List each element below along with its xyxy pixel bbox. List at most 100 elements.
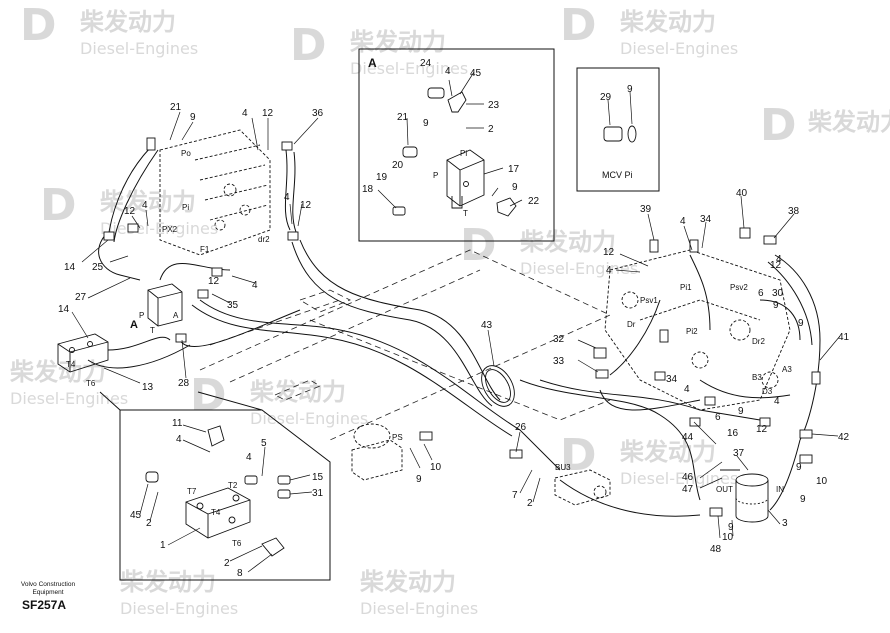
- port-label: A: [173, 311, 179, 320]
- callout: 4: [284, 192, 290, 203]
- detail-a-box: [358, 48, 555, 242]
- hose-band-inner: [485, 369, 511, 403]
- port-label: T4: [211, 508, 221, 517]
- port-label: PX2: [162, 225, 178, 234]
- port-label: T6: [232, 539, 242, 548]
- watermark-cn: 柴发动力: [619, 438, 716, 466]
- callout: 47: [682, 484, 694, 495]
- watermark-logo: D: [460, 220, 497, 271]
- callout: 9: [800, 494, 806, 505]
- detail-a-title: A: [368, 56, 377, 70]
- port-label: Pi1: [680, 283, 692, 292]
- callout: 14: [58, 304, 70, 315]
- port-label: BU3: [555, 463, 571, 472]
- callout: 2: [146, 518, 152, 529]
- callout: 24: [420, 58, 432, 69]
- detail-t-block-box: [119, 409, 331, 581]
- hose-band: [481, 365, 515, 407]
- detail-t-block: [145, 425, 291, 557]
- port-label: A3: [782, 365, 792, 374]
- pilot-pump: [351, 423, 403, 481]
- brand-line: Equipment: [32, 589, 64, 596]
- main-control-valve: [159, 129, 271, 256]
- callout: 9: [190, 112, 196, 123]
- callout: 9: [796, 462, 802, 473]
- callout: 41: [838, 332, 850, 343]
- callout: 10: [430, 462, 442, 473]
- brand-caption: Volvo Construction Equipment: [18, 581, 78, 597]
- callout: 15: [312, 472, 324, 483]
- callout: 12: [770, 260, 782, 271]
- leader-lines: [71, 71, 841, 573]
- watermark-logo: D: [760, 100, 797, 151]
- port-label: Dr: [627, 320, 636, 329]
- watermark-logo: D: [290, 20, 327, 71]
- port-label: P: [433, 171, 438, 180]
- callout: 14: [64, 262, 76, 273]
- callout: 4: [445, 66, 451, 77]
- callout: 46: [682, 472, 694, 483]
- callout: 7: [512, 490, 518, 501]
- watermark-cn: 柴发动力: [119, 568, 216, 596]
- watermark-logo: D: [20, 0, 57, 51]
- callout: 6: [758, 288, 764, 299]
- callout: 10: [816, 476, 828, 487]
- port-label: T: [150, 326, 155, 335]
- watermark-layer: D 柴发动力 Diesel-Engines D 柴发动力 Diesel-Engi…: [9, 0, 890, 618]
- leader-line: [197, 391, 263, 411]
- callout: 4: [242, 108, 248, 119]
- callout: 22: [528, 196, 540, 207]
- port-labels: Po Pi PX2 F1 dr2 P T A A T4 T6 T7 T2 T4 …: [66, 149, 792, 548]
- callout: 34: [700, 214, 712, 225]
- callout: 4: [606, 265, 612, 276]
- mcv-pi-caption: MCV Pi: [602, 170, 633, 180]
- callout: 6: [715, 412, 721, 423]
- callout: 4: [176, 434, 182, 445]
- detail-a-valve: [392, 87, 517, 217]
- callout: 12: [208, 276, 220, 287]
- callout: 12: [756, 424, 768, 435]
- callout: 9: [423, 118, 429, 129]
- port-label: Po: [181, 149, 191, 158]
- callout: 20: [392, 160, 404, 171]
- callout: 2: [488, 124, 494, 135]
- callout: 43: [481, 320, 493, 331]
- watermark-cn: 柴发动力: [519, 228, 616, 256]
- callout: 2: [224, 558, 230, 569]
- callout: 38: [788, 206, 800, 217]
- callout: 9: [627, 84, 633, 95]
- callout: 25: [92, 262, 104, 273]
- watermark-en: Diesel-Engines: [620, 39, 738, 58]
- watermark-cn: 柴发动力: [619, 8, 716, 36]
- callout: 13: [142, 382, 154, 393]
- callout: 48: [710, 544, 722, 555]
- watermark-cn: 柴发动力: [359, 568, 456, 596]
- bu3-block: [554, 469, 611, 506]
- detail-frames: [99, 48, 660, 581]
- callout: 3: [782, 518, 788, 529]
- port-label: B3: [752, 373, 762, 382]
- callout: 9: [798, 318, 804, 329]
- port-label: PS: [392, 433, 403, 442]
- callout: 12: [124, 206, 136, 217]
- callout: 16: [727, 428, 739, 439]
- watermark-en: Diesel-Engines: [620, 469, 738, 488]
- port-label: T: [463, 209, 468, 218]
- callout: 21: [170, 102, 182, 113]
- callout: 37: [733, 448, 745, 459]
- port-label: Psv1: [640, 296, 658, 305]
- callout: 5: [261, 438, 267, 449]
- watermark-logo: D: [560, 430, 597, 481]
- callout: 1: [160, 540, 166, 551]
- callout: 45: [470, 68, 482, 79]
- figure-code: SF257A: [22, 598, 67, 612]
- callout: 4: [776, 254, 782, 265]
- watermark-en: Diesel-Engines: [520, 259, 638, 278]
- callout: 8: [237, 568, 243, 579]
- watermark-logo: D: [190, 370, 227, 421]
- watermark-cn: 柴发动力: [9, 358, 106, 386]
- t-block-small: [57, 333, 109, 373]
- callout: 9: [738, 406, 744, 417]
